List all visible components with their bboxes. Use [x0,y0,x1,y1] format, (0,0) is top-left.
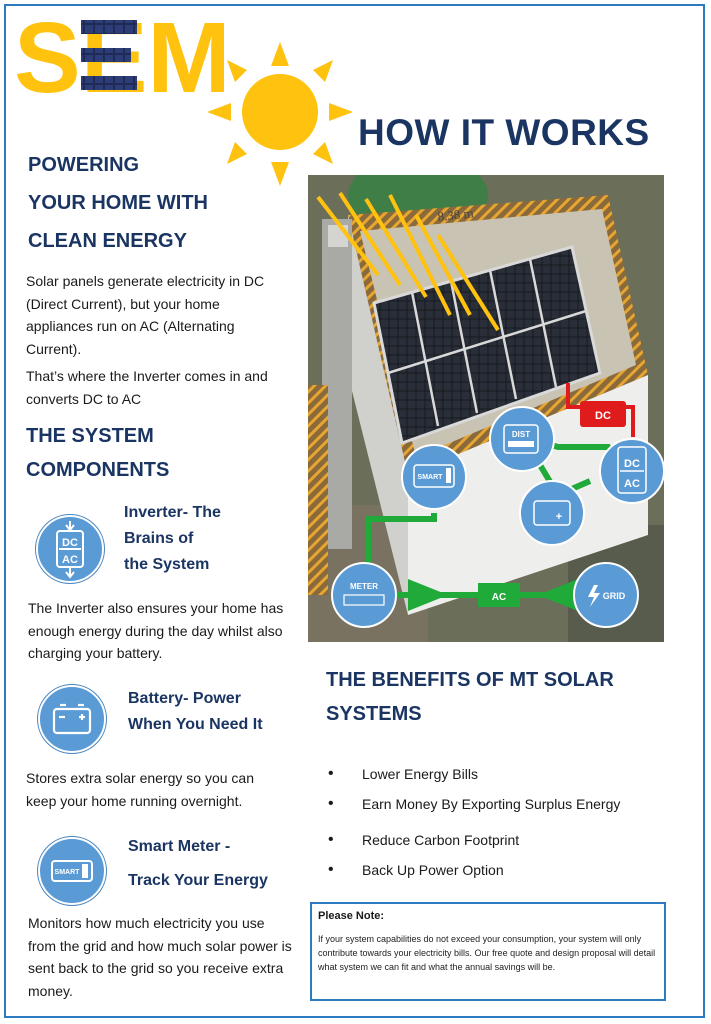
page-title: HOW IT WORKS [358,112,650,153]
intro-heading: POWERING YOUR HOME WITH CLEAN ENERGY [28,154,208,252]
please-note-box: Please Note: If your system capabilities… [310,902,666,1001]
smart-meter-description: Monitors how much electricity you use fr… [28,915,292,999]
sun-icon [207,42,353,186]
inverter-description: The Inverter also ensures your home has … [28,600,284,661]
sem-logo: SEM [14,4,224,104]
smart-meter-icon: SMART [38,837,106,905]
svg-text:AC: AC [492,592,506,603]
svg-text:8.38 m: 8.38 m [437,205,474,224]
svg-text:+: + [556,511,562,523]
inverter-title: Inverter- The Brains of the System [124,504,221,573]
benefits-heading: THE BENEFITS OF MT SOLAR SYSTEMS [326,669,614,725]
components-heading: THE SYSTEM COMPONENTS [26,425,170,481]
list-item: Lower Energy Bills [324,762,684,792]
page-border [4,4,705,1018]
note-title: Please Note: [318,910,385,922]
list-item: Back Up Power Option [324,858,684,888]
battery-description: Stores extra solar energy so you can kee… [26,770,255,809]
benefits-list: Lower Energy Bills Earn Money By Exporti… [324,762,684,888]
smart-meter-title: Smart Meter - Track Your Energy [128,838,268,889]
svg-text:AC: AC [624,478,640,490]
battery-icon [38,685,106,753]
intro-paragraph-1: Solar panels generate electricity in DC … [26,273,265,357]
svg-text:GRID: GRID [603,591,626,601]
svg-text:METER: METER [350,582,378,591]
svg-text:DC: DC [62,537,78,549]
svg-text:DC: DC [595,410,611,422]
svg-text:SMART: SMART [55,869,81,876]
battery-title: Battery- Power When You Need It [128,690,263,733]
inverter-icon: DC AC [36,515,104,583]
note-body: If your system capabilities do not excee… [318,934,656,972]
list-item: Earn Money By Exporting Surplus Energy [324,792,684,822]
svg-text:DC: DC [624,458,640,470]
intro-paragraph-2: That’s where the Inverter comes in and c… [26,368,268,407]
svg-text:AC: AC [62,554,78,566]
svg-text:SMART: SMART [418,474,444,481]
solar-system-diagram: 8.38 m AC DC D [308,175,664,642]
list-item: Reduce Carbon Footprint [324,828,684,858]
svg-text:DIST: DIST [512,430,530,439]
